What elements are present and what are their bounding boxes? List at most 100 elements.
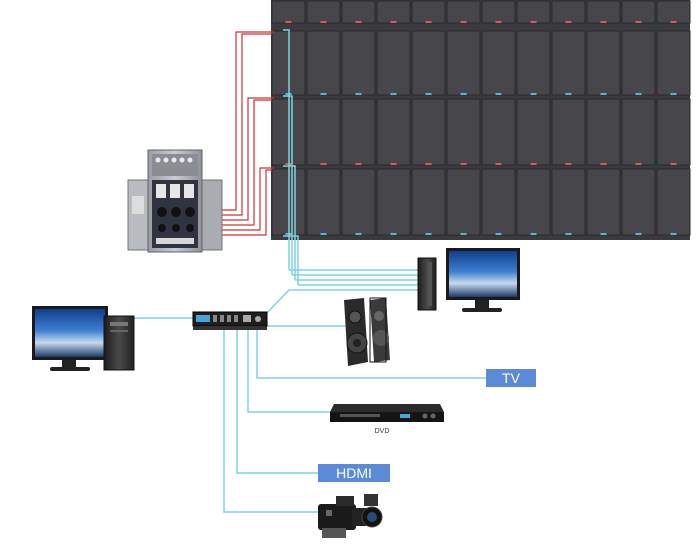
led-cabinet-panel <box>656 168 691 236</box>
led-cabinet-panel <box>446 0 481 24</box>
led-cabinet-panel <box>621 30 656 96</box>
led-cabinet-connector <box>425 233 432 235</box>
led-cabinet-panel <box>271 0 306 24</box>
led-cabinet-panel <box>656 0 691 24</box>
tv-label-badge: TV <box>486 369 536 387</box>
led-cabinet-connector <box>600 21 607 23</box>
led-cabinet-panel <box>656 30 691 96</box>
led-cabinet-connector <box>565 93 572 95</box>
led-cabinet-connector <box>495 233 502 235</box>
led-cabinet-connector <box>355 21 362 23</box>
led-cabinet-panel <box>586 0 621 24</box>
led-cabinet-panel <box>341 168 376 236</box>
led-cabinet-connector <box>600 233 607 235</box>
led-cabinet-connector <box>460 163 467 165</box>
led-cabinet-panel <box>376 98 411 166</box>
led-cabinet-connector <box>530 233 537 235</box>
video-processor-icon <box>192 311 268 330</box>
led-cabinet-panel <box>411 0 446 24</box>
led-cabinet-panel <box>481 98 516 166</box>
led-cabinet-panel <box>586 30 621 96</box>
led-cabinet-connector <box>390 233 397 235</box>
led-cabinet-panel <box>376 30 411 96</box>
led-cabinet-panel <box>341 98 376 166</box>
led-cabinet-connector <box>670 233 677 235</box>
led-cabinet-panel <box>621 0 656 24</box>
led-cabinet-connector <box>320 93 327 95</box>
led-cabinet-connector <box>285 21 292 23</box>
led-cabinet-panel <box>551 30 586 96</box>
led-cabinet-connector <box>460 21 467 23</box>
power-cables <box>222 31 274 236</box>
led-cabinet-panel <box>551 168 586 236</box>
led-display-wall <box>271 0 691 240</box>
led-cabinet-panel <box>481 0 516 24</box>
led-cabinet-panel <box>376 0 411 24</box>
led-cabinet-connector <box>565 21 572 23</box>
led-cabinet-connector <box>530 93 537 95</box>
led-cabinet-connector <box>530 21 537 23</box>
led-cabinet-panel <box>551 98 586 166</box>
hdmi-label: HDMI <box>336 465 372 481</box>
power-distribution-cabinet-icon <box>127 149 223 253</box>
led-cabinet-connector <box>355 163 362 165</box>
led-cabinet-connector <box>530 163 537 165</box>
led-cabinet-connector <box>425 21 432 23</box>
led-cabinet-panel <box>586 98 621 166</box>
hdmi-label-badge: HDMI <box>318 464 390 482</box>
led-cabinet-connector <box>635 233 642 235</box>
led-cabinet-connector <box>495 163 502 165</box>
led-cabinet-connector <box>425 93 432 95</box>
led-cabinet-panel <box>656 98 691 166</box>
led-cabinet-panel <box>411 30 446 96</box>
led-cabinet-connector <box>460 233 467 235</box>
led-cabinet-connector <box>600 93 607 95</box>
led-cabinet-connector <box>670 93 677 95</box>
led-cabinet-panel <box>621 168 656 236</box>
led-cabinet-panel <box>376 168 411 236</box>
dvd-label: DVD <box>375 428 390 435</box>
led-cabinet-panel <box>551 0 586 24</box>
led-cabinet-connector <box>495 93 502 95</box>
tv-label: TV <box>502 370 521 386</box>
led-cabinet-connector <box>670 21 677 23</box>
led-cabinet-panel <box>621 98 656 166</box>
led-cabinet-connector <box>565 163 572 165</box>
led-cabinet-connector <box>600 163 607 165</box>
led-cabinet-panel <box>306 168 341 236</box>
led-cabinet-connector <box>495 21 502 23</box>
led-cabinet-panel <box>516 98 551 166</box>
led-cabinet-connector <box>390 163 397 165</box>
led-cabinet-panel <box>306 98 341 166</box>
led-cabinet-connector <box>635 93 642 95</box>
left-desktop-computer-icon <box>32 306 135 371</box>
led-cabinet-connector <box>565 233 572 235</box>
led-cabinet-panel <box>306 0 341 24</box>
led-cabinet-panel <box>411 98 446 166</box>
led-cabinet-connector <box>320 21 327 23</box>
led-cabinet-connector <box>425 163 432 165</box>
led-cabinet-panel <box>446 168 481 236</box>
video-camera-icon <box>318 494 383 538</box>
led-cabinet-panel <box>516 0 551 24</box>
led-cabinet-panel <box>481 30 516 96</box>
right-desktop-computer-icon <box>417 248 520 312</box>
led-cabinet-connector <box>635 163 642 165</box>
led-cabinet-panel <box>586 168 621 236</box>
speakers-icon <box>344 297 390 366</box>
led-cabinet-connector <box>635 21 642 23</box>
led-cabinet-connector <box>670 163 677 165</box>
led-cabinet-connector <box>355 233 362 235</box>
led-cabinet-panel <box>446 98 481 166</box>
led-cabinet-panel <box>516 30 551 96</box>
led-cabinet-connector <box>320 163 327 165</box>
led-cabinet-panel <box>516 168 551 236</box>
led-cabinet-connector <box>460 93 467 95</box>
led-cabinet-connector <box>320 233 327 235</box>
led-cabinet-panel <box>481 168 516 236</box>
led-cabinet-connector <box>390 21 397 23</box>
led-cabinet-panel <box>341 0 376 24</box>
led-cabinet-panel <box>306 30 341 96</box>
led-cabinet-panel <box>341 30 376 96</box>
led-cabinet-connector <box>355 93 362 95</box>
